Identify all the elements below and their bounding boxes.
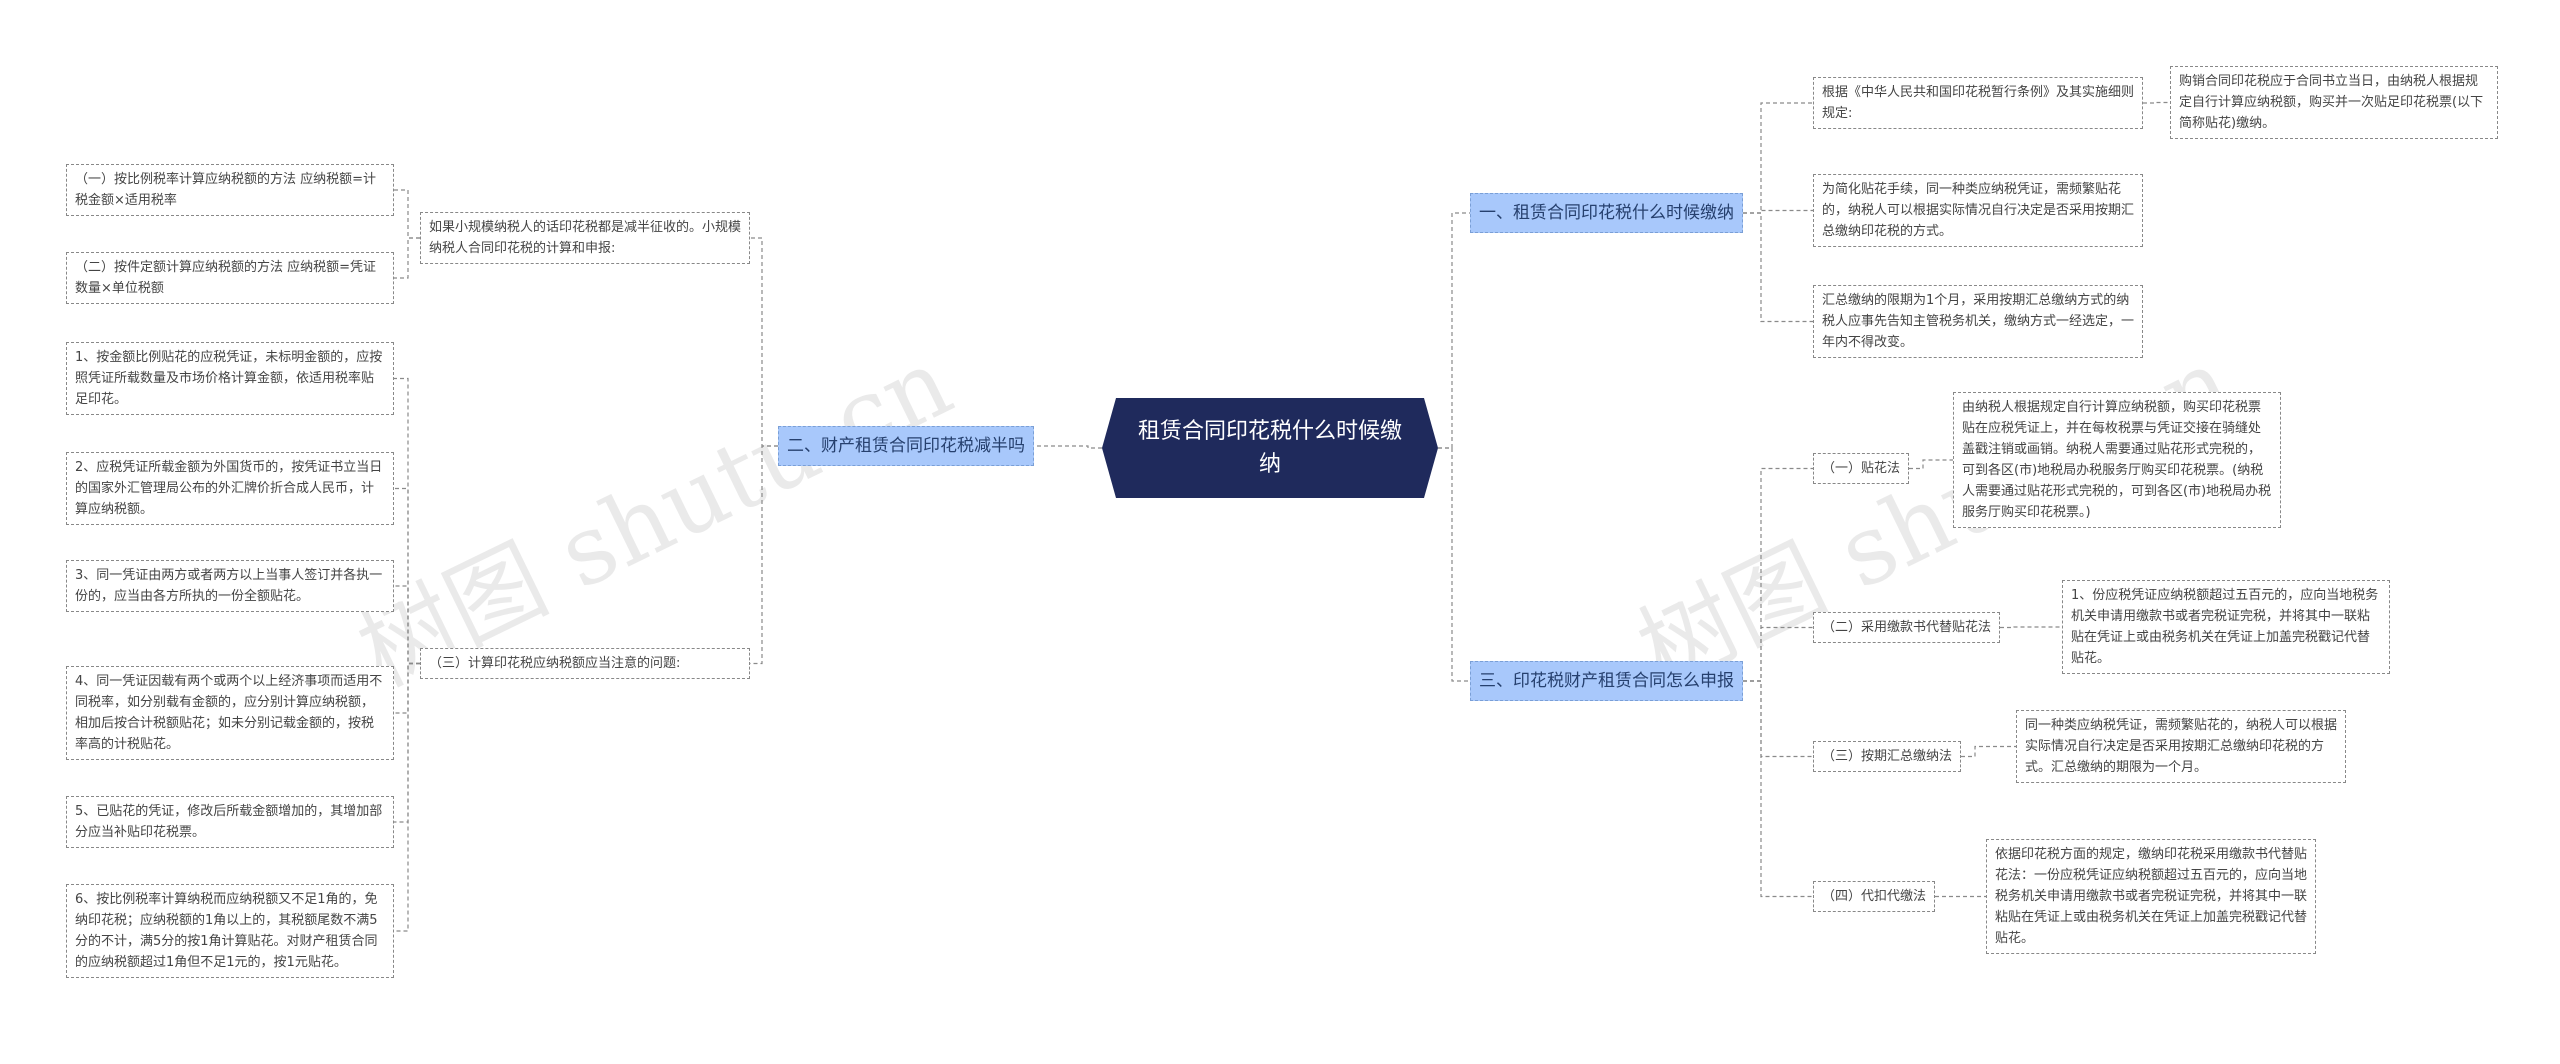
leaf-summary-period[interactable]: 汇总缴纳的限期为1个月，采用按期汇总缴纳方式的纳税人应事先告知主管税务机关，缴纳… [1813, 285, 2143, 358]
connector-line [2143, 101, 2170, 104]
leaf-simplify-stamping[interactable]: 为简化贴花手续，同一种类应纳税凭证，需频繁贴花的，纳税人可以根据实际情况自行决定… [1813, 174, 2143, 247]
connector-line [1438, 212, 1470, 449]
leaf-payment-slip-detail[interactable]: 1、份应税凭证应纳税额超过五百元的，应向当地税务机关申请用缴款书或者完税证完税，… [2062, 580, 2390, 674]
connector-line [1961, 745, 2016, 758]
connector-line [394, 585, 420, 665]
connector-line [394, 377, 420, 665]
connector-line [394, 662, 420, 714]
leaf-proportional-method[interactable]: （一）按比例税率计算应纳税额的方法 应纳税额=计税金额×适用税率 [66, 164, 394, 216]
branch-how-to-declare[interactable]: 三、印花税财产租赁合同怎么申报 [1470, 661, 1743, 701]
connector-line [1743, 467, 1813, 682]
branch-label: 二、财产租赁合同印花税减半吗 [787, 436, 1025, 456]
connector-line [394, 487, 420, 665]
leaf-fixed-method[interactable]: （二）按件定额计算应纳税额的方法 应纳税额=凭证数量×单位税额 [66, 252, 394, 304]
connector-line [394, 662, 420, 932]
leaf-note-6[interactable]: 6、按比例税率计算纳税而应纳税额又不足1角的，免纳印花税；应纳税额的1角以上的，… [66, 884, 394, 978]
method-stamp[interactable]: （一）贴花法 [1813, 453, 1910, 484]
connector-line [394, 189, 420, 239]
leaf-withholding-detail[interactable]: 依据印花税方面的规定，缴纳印花税采用缴款书代替贴花法：一份应税凭证应纳税额超过五… [1986, 839, 2316, 954]
connector-line [1743, 212, 1813, 323]
method-periodic-summary[interactable]: （三）按期汇总缴纳法 [1813, 741, 1962, 772]
branch-label: 一、租赁合同印花税什么时候缴纳 [1479, 203, 1734, 223]
branch-label: 三、印花税财产租赁合同怎么申报 [1479, 671, 1734, 691]
leaf-small-taxpayer[interactable]: 如果小规模纳税人的话印花税都是减半征收的。小规模纳税人合同印花税的计算和申报: [420, 212, 750, 264]
branch-when-to-pay[interactable]: 一、租赁合同印花税什么时候缴纳 [1470, 193, 1743, 233]
connector-line [1743, 102, 1813, 214]
connector-line [1438, 447, 1470, 682]
connector-line [1909, 459, 1953, 470]
connector-line [2000, 626, 2062, 629]
method-withholding[interactable]: （四）代扣代缴法 [1813, 881, 1936, 912]
root-title: 租赁合同印花税什么时候缴纳 [1137, 419, 1402, 477]
leaf-note-5[interactable]: 5、已贴花的凭证，修改后所载金额增加的，其增加部分应当补贴印花税票。 [66, 796, 394, 848]
connector-line [750, 445, 778, 665]
root-topic[interactable]: 租赁合同印花税什么时候缴纳 [1102, 398, 1438, 498]
connector-line [1743, 680, 1813, 758]
connector-line [1743, 626, 1813, 682]
leaf-regulation-basis[interactable]: 根据《中华人民共和国印花税暂行条例》及其实施细则规定: [1813, 77, 2143, 129]
leaf-note-2[interactable]: 2、应税凭证所载金额为外国货币的，按凭证书立当日的国家外汇管理局公布的外汇牌价折… [66, 452, 394, 525]
connector-line [394, 662, 420, 823]
leaf-stamp-method-detail[interactable]: 由纳税人根据规定自行计算应纳税额，购买印花税票贴在应税凭证上，并在每枚税票与凭证… [1953, 392, 2281, 528]
leaf-note-1[interactable]: 1、按金额比例贴花的应税凭证，未标明金额的，应按照凭证所载数量及市场价格计算金额… [66, 342, 394, 415]
connector-line [1743, 680, 1813, 898]
leaf-purchase-contract-timing[interactable]: 购销合同印花税应于合同书立当日，由纳税人根据规定自行计算应纳税额，购买并一次贴足… [2170, 66, 2498, 139]
branch-halved[interactable]: 二、财产租赁合同印花税减半吗 [778, 426, 1034, 466]
connector-line [750, 237, 778, 447]
leaf-note-4[interactable]: 4、同一凭证因载有两个或两个以上经济事项而适用不同税率，如分别载有金额的，应分别… [66, 666, 394, 760]
connector-line [394, 237, 420, 279]
leaf-note-3[interactable]: 3、同一凭证由两方或者两方以上当事人签订并各执一份的，应当由各方所执的一份全额贴… [66, 560, 394, 612]
method-payment-slip[interactable]: （二）采用缴款书代替贴花法 [1813, 612, 2001, 643]
leaf-periodic-summary-detail[interactable]: 同一种类应纳税凭证，需频繁贴花的，纳税人可以根据实际情况自行决定是否采用按期汇总… [2016, 710, 2346, 783]
leaf-notes-heading[interactable]: （三）计算印花税应纳税额应当注意的问题: [420, 648, 750, 679]
connector-line [1034, 445, 1102, 449]
